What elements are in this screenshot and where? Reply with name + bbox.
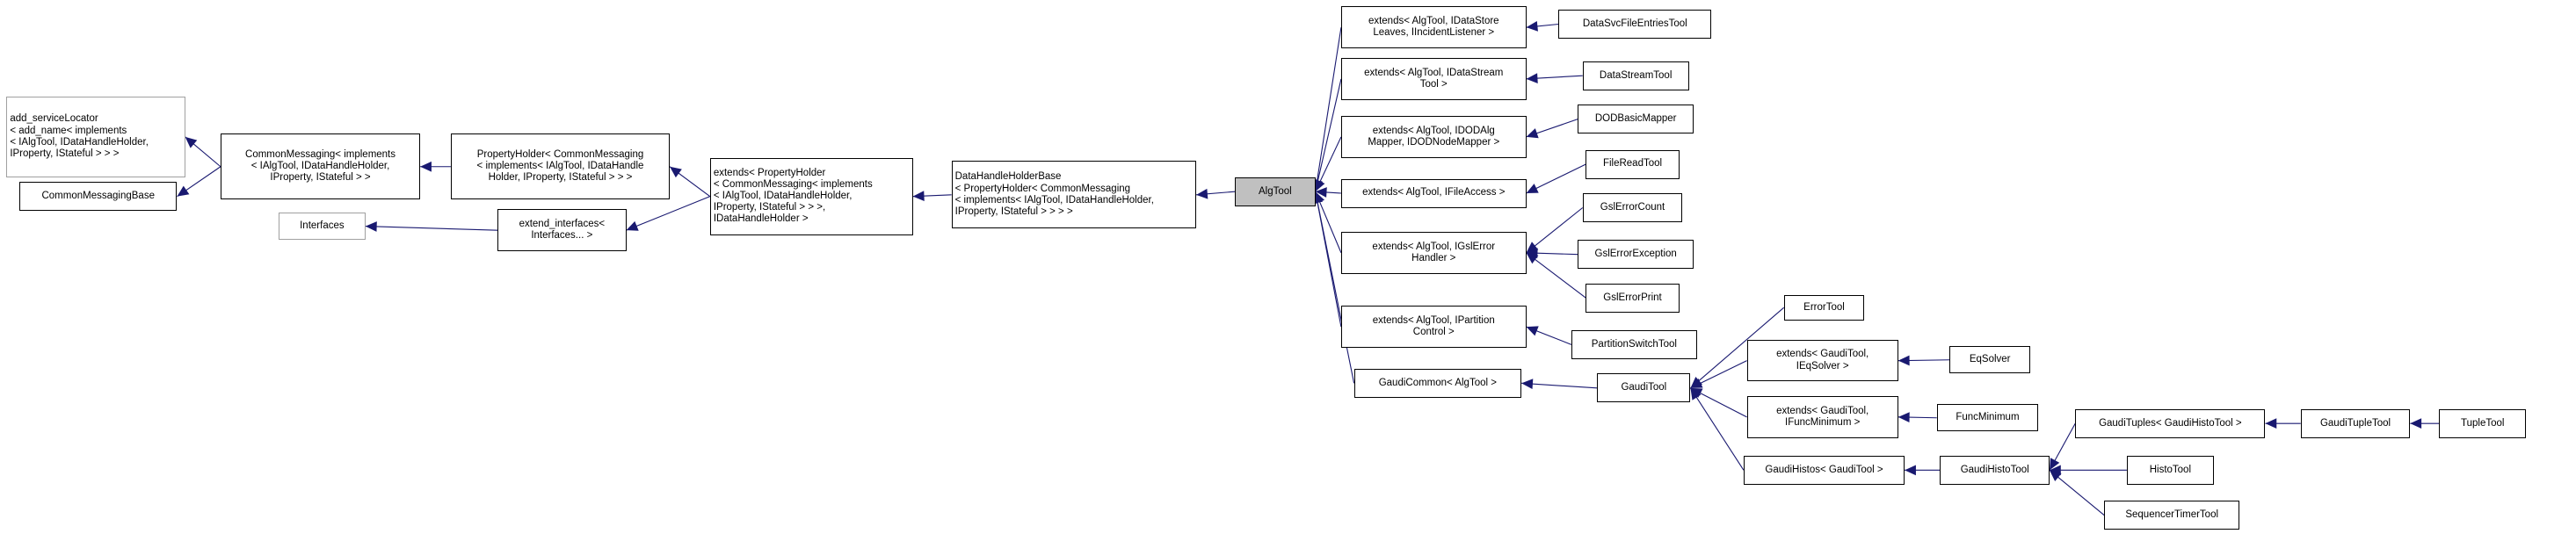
class-node-add_serviceLocator[interactable]: add_serviceLocator < add_name< implement… — [6, 97, 185, 177]
class-node-FileReadTool[interactable]: FileReadTool — [1586, 149, 1680, 179]
class-node-GaudiTuples[interactable]: GaudiTuples< GaudiHistoTool > — [2075, 408, 2266, 438]
inheritance-edge — [1312, 191, 1353, 383]
class-node-AlgTool[interactable]: AlgTool — [1235, 177, 1316, 206]
inheritance-edge — [420, 161, 451, 172]
class-node-extend_interfaces[interactable]: extend_interfaces< Interfaces... > — [497, 209, 627, 251]
class-node-DataHandleHolderBase[interactable]: DataHandleHolderBase < PropertyHolder< C… — [951, 161, 1197, 229]
inheritance-edge — [185, 137, 221, 167]
inheritance-edge — [1527, 248, 1578, 259]
class-node-HistoTool[interactable]: HistoTool — [2126, 455, 2214, 485]
class-node-SequencerTimerTool[interactable]: SequencerTimerTool — [2104, 501, 2240, 530]
inheritance-edge — [1527, 326, 1571, 344]
inheritance-edge — [1527, 119, 1578, 139]
class-node-extends_IPartitionControl[interactable]: extends< AlgTool, IPartition Control > — [1340, 306, 1527, 348]
inheritance-edge — [670, 167, 710, 197]
inheritance-edge — [1527, 253, 1586, 298]
class-node-GaudiCommon[interactable]: GaudiCommon< AlgTool > — [1353, 368, 1522, 398]
class-node-GaudiHistoTool[interactable]: GaudiHistoTool — [1940, 455, 2050, 485]
class-node-ErrorTool[interactable]: ErrorTool — [1783, 294, 1865, 321]
class-node-GslErrorException[interactable]: GslErrorException — [1578, 240, 1694, 270]
class-node-GaudiHistos[interactable]: GaudiHistos< GaudiTool > — [1743, 455, 1905, 485]
class-node-CommonMessaging[interactable]: CommonMessaging< implements < IAlgTool, … — [220, 133, 421, 200]
inheritance-edge — [1316, 187, 1341, 198]
inheritance-edge — [1316, 137, 1341, 191]
inheritance-edge — [1527, 208, 1583, 253]
class-node-DODBasicMapper[interactable]: DODBasicMapper — [1578, 105, 1694, 134]
inheritance-edge — [627, 197, 710, 231]
class-node-PropertyHolder[interactable]: PropertyHolder< CommonMessaging < implem… — [450, 133, 671, 200]
inheritance-edge — [1690, 361, 1746, 388]
class-node-extends_IFuncMinimum[interactable]: extends< GaudiTool, IFuncMinimum > — [1746, 396, 1898, 438]
inheritance-edge — [913, 191, 952, 201]
class-node-TupleTool[interactable]: TupleTool — [2439, 408, 2527, 438]
inheritance-edge — [1521, 379, 1597, 390]
class-node-extends_IFileAccess[interactable]: extends< AlgTool, IFileAccess > — [1340, 178, 1527, 208]
inheritance-edge — [1898, 355, 1950, 366]
inheritance-edge — [2050, 423, 2075, 470]
inheritance-edge — [1196, 188, 1235, 199]
inheritance-edge — [366, 221, 497, 232]
inheritance-edge — [2410, 418, 2439, 429]
class-node-GaudiTupleTool[interactable]: GaudiTupleTool — [2300, 408, 2411, 438]
class-node-extends_IDataStoreLeaves[interactable]: extends< AlgTool, IDataStore Leaves, IIn… — [1340, 6, 1527, 48]
inheritance-edge — [1690, 388, 1743, 470]
class-node-CommonMessagingBase[interactable]: CommonMessagingBase — [18, 182, 178, 212]
inheritance-edge — [2049, 465, 2127, 476]
class-node-extends_IDataStreamTool[interactable]: extends< AlgTool, IDataStream Tool > — [1340, 58, 1527, 100]
class-node-FuncMinimum[interactable]: FuncMinimum — [1936, 404, 2039, 432]
inheritance-edge — [1690, 388, 1746, 417]
inheritance-edge — [1905, 465, 1940, 476]
class-node-GslErrorCount[interactable]: GslErrorCount — [1582, 193, 1683, 222]
inheritance-edge — [1898, 412, 1937, 422]
class-node-GslErrorPrint[interactable]: GslErrorPrint — [1586, 283, 1680, 313]
inheritance-edge — [2265, 418, 2300, 429]
inheritance-edge — [1527, 21, 1559, 32]
inheritance-edge — [1311, 27, 1341, 191]
class-node-GaudiTool[interactable]: GaudiTool — [1597, 373, 1691, 403]
class-node-DataSvcFileEntriesTool[interactable]: DataSvcFileEntriesTool — [1558, 10, 1712, 39]
class-node-DataStreamTool[interactable]: DataStreamTool — [1582, 61, 1689, 90]
inheritance-edge — [1527, 164, 1586, 193]
inheritance-edge — [1312, 191, 1341, 327]
inheritance-edge — [1527, 73, 1583, 83]
class-node-Interfaces[interactable]: Interfaces — [278, 213, 366, 241]
class-node-extends_IGslErrorHandler[interactable]: extends< AlgTool, IGslError Handler > — [1340, 232, 1527, 274]
class-node-extends_IDODAlgMapper[interactable]: extends< AlgTool, IDODAlg Mapper, IDODNo… — [1340, 116, 1527, 158]
class-node-extends_IEqSolver[interactable]: extends< GaudiTool, IEqSolver > — [1746, 339, 1898, 382]
class-node-extends_PropertyHolder[interactable]: extends< PropertyHolder < CommonMessagin… — [709, 157, 913, 235]
inheritance-edge — [1312, 79, 1341, 191]
inheritance-edge — [2050, 470, 2104, 515]
class-node-PartitionSwitchTool[interactable]: PartitionSwitchTool — [1571, 329, 1697, 359]
inheritance-edge — [1315, 191, 1341, 253]
class-node-EqSolver[interactable]: EqSolver — [1949, 346, 2030, 374]
